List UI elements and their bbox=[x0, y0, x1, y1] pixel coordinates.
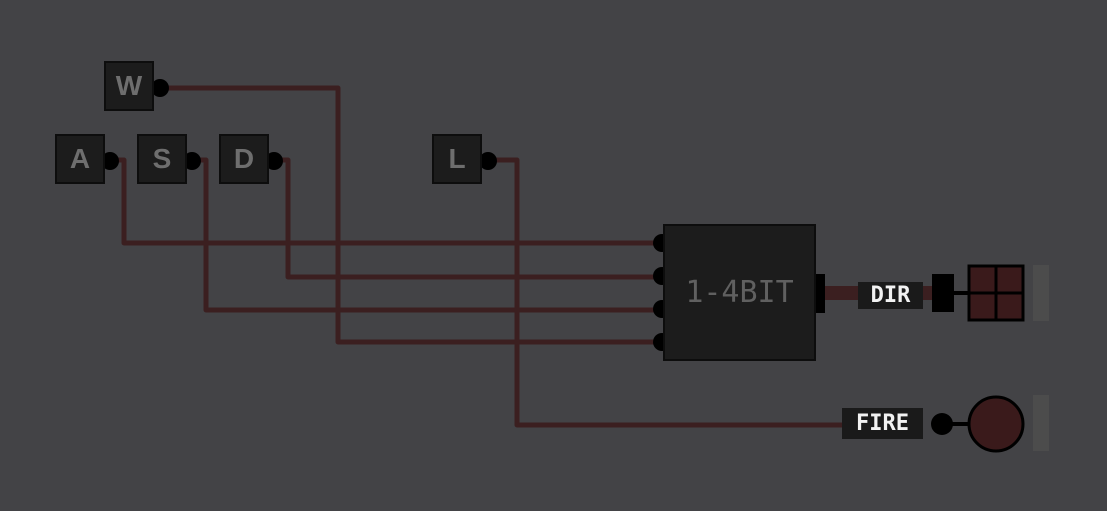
fire-pin bbox=[931, 413, 953, 435]
fire-lamp bbox=[967, 395, 1025, 453]
key-w[interactable]: W bbox=[104, 61, 154, 111]
wire-a bbox=[112, 157, 660, 246]
pin-d bbox=[265, 152, 283, 170]
chip-1-4bit[interactable]: 1-4BIT bbox=[663, 224, 816, 361]
key-d[interactable]: D bbox=[219, 134, 269, 184]
dir-display bbox=[967, 264, 1025, 322]
pin-l bbox=[479, 152, 497, 170]
fire-label: FIRE bbox=[842, 408, 923, 439]
fire-side-bar bbox=[1033, 395, 1049, 451]
dir-label: DIR bbox=[858, 282, 923, 309]
wire-w bbox=[165, 85, 660, 345]
chip-output-pin bbox=[814, 274, 825, 313]
pin-w bbox=[151, 79, 169, 97]
key-l[interactable]: L bbox=[432, 134, 482, 184]
pin-a bbox=[101, 152, 119, 170]
pin-s bbox=[183, 152, 201, 170]
key-s[interactable]: S bbox=[137, 134, 187, 184]
dir-connector bbox=[932, 274, 954, 312]
dir-side-bar bbox=[1033, 265, 1049, 321]
key-a[interactable]: A bbox=[55, 134, 105, 184]
wire-l bbox=[490, 157, 850, 428]
